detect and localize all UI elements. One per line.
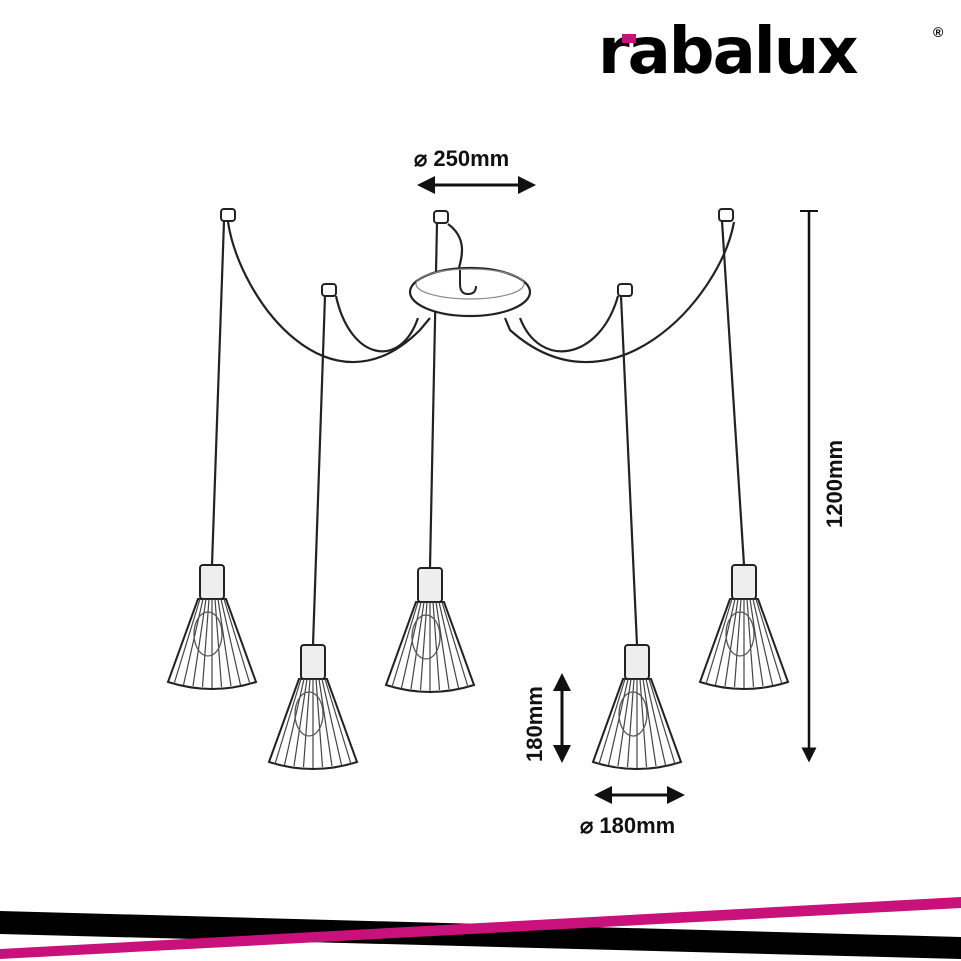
cage-wire [746, 598, 755, 688]
cage-wire [220, 598, 242, 686]
cage-wire [274, 678, 302, 765]
cage-wire [435, 601, 450, 690]
bulb-outline [193, 611, 223, 657]
cage-wire [302, 678, 311, 768]
cage-wire [642, 678, 657, 767]
suspension-cable-loop [518, 295, 620, 353]
lamp-socket [300, 644, 326, 680]
cable-hook [220, 208, 236, 222]
cage-wire [705, 598, 733, 685]
cage-wire [639, 678, 648, 768]
cage-wire [626, 678, 635, 768]
cage-wire [321, 678, 343, 766]
cage-wire [391, 601, 419, 688]
suspension-cable-loop [447, 223, 464, 273]
shade-height-label: 180mm [522, 686, 547, 762]
cage-wire [714, 598, 736, 686]
lamp-socket [199, 564, 225, 600]
brand-logo: rabalux [598, 15, 859, 89]
ceiling-canopy [408, 266, 532, 318]
suspension-cable-loop [334, 295, 420, 353]
cage-wire [214, 598, 223, 688]
cage-wire [752, 598, 774, 686]
cage-wire [201, 598, 210, 688]
lamp-socket [731, 564, 757, 600]
pendants [166, 208, 790, 770]
cage-wire [648, 678, 676, 765]
registered-mark: ® [933, 24, 944, 40]
cage-wire [217, 598, 232, 687]
pendant-lamp [591, 283, 683, 770]
pendant-lamp [698, 208, 790, 690]
cage-wire [223, 598, 251, 685]
pendant-lamp [267, 283, 359, 770]
cage-wire [438, 601, 460, 689]
magenta-stripe [0, 897, 961, 959]
suspension-cable-loop [503, 221, 736, 364]
cage-wire [173, 598, 201, 685]
drop-cable [210, 220, 226, 566]
cable-hook [321, 283, 337, 297]
cage-wire [432, 601, 441, 691]
cage-wire [283, 678, 305, 766]
cage-wire [598, 678, 626, 765]
total-height-label: 1200mm [822, 440, 847, 528]
black-stripe [0, 911, 961, 959]
cage-wire [733, 598, 742, 688]
logo-accent-mark [622, 34, 636, 43]
cage-wire [315, 678, 324, 768]
canopy-rim [415, 268, 525, 300]
cage-wire [645, 678, 667, 766]
cage-wire [318, 678, 333, 767]
lamp-socket [624, 644, 650, 680]
pendant-lamp [384, 210, 476, 693]
cage-wire [607, 678, 629, 766]
bulb-outline [725, 611, 755, 657]
cage-wire [755, 598, 783, 685]
cage-wire [324, 678, 352, 765]
bulb-outline [411, 614, 441, 660]
cable-hook [433, 210, 449, 224]
bulb-outline [294, 691, 324, 737]
drop-cable [720, 220, 746, 566]
canopy-hook [459, 270, 477, 296]
cage-wire [419, 601, 428, 691]
cables [210, 220, 746, 646]
shade-diameter-label: ⌀ 180mm [580, 813, 675, 838]
cage-wire [182, 598, 204, 686]
lamp-socket [417, 567, 443, 603]
bulb-outline [618, 691, 648, 737]
cage-wire [749, 598, 764, 687]
cable-hook [718, 208, 734, 222]
pendant-lamp [166, 208, 258, 690]
cable-hook [617, 283, 633, 297]
canopy-diameter-label: ⌀ 250mm [414, 146, 509, 171]
drop-cable [311, 295, 327, 646]
cage-wire [400, 601, 422, 689]
cage-wire [441, 601, 469, 688]
drop-cable [619, 295, 639, 646]
